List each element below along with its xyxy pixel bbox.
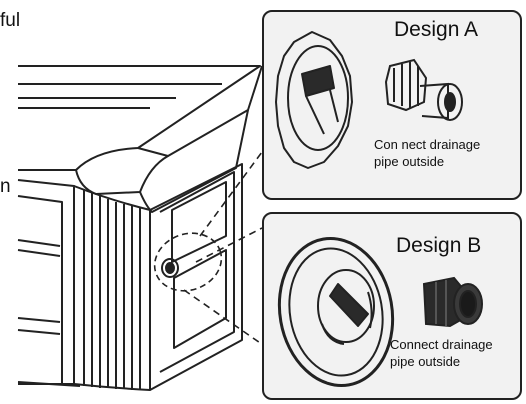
design-a-caption: Con nect drainage pipe outside [374, 136, 480, 170]
design-b-caption-line2: pipe outside [390, 354, 461, 369]
design-b-title: Design B [396, 234, 482, 257]
design-a-caption-line1: Con nect drainage [374, 137, 481, 152]
cropped-text-top: ful [0, 10, 21, 31]
design-b-panel: Design B Connect drainage pipe outside [262, 212, 522, 400]
design-b-caption: Connect drainage pipe outside [390, 336, 493, 370]
design-b-caption-line1: Connect drainage [390, 337, 493, 352]
design-b-drain-cover-illustration [277, 236, 483, 388]
design-a-panel: Design A Con nect drainage pipe outside [262, 10, 522, 200]
cropped-text-side: n [0, 176, 11, 197]
design-a-title: Design A [394, 18, 479, 41]
design-a-drain-cover-illustration [275, 31, 463, 169]
design-a-caption-line2: pipe outside [374, 154, 445, 169]
